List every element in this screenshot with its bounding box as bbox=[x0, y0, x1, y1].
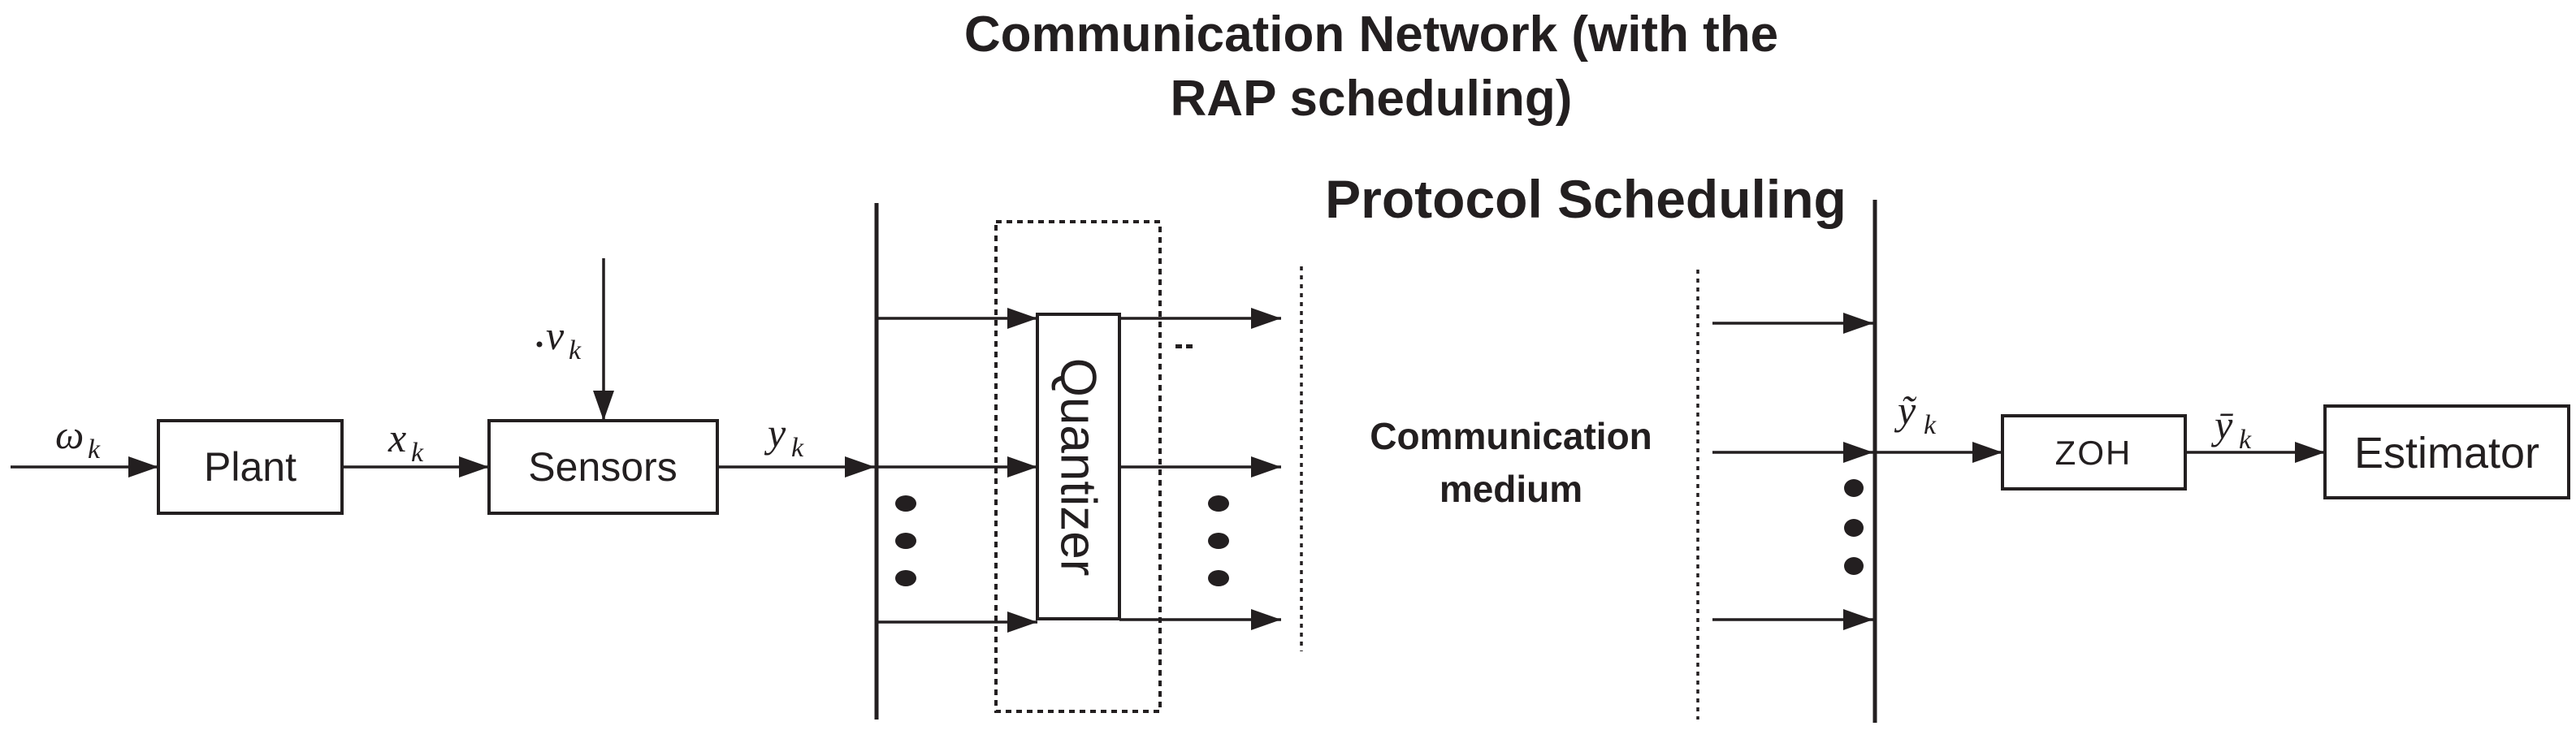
figure-title-line1: Communication Network (with the bbox=[964, 6, 1778, 63]
zoh-label: ZOH bbox=[2055, 434, 2132, 472]
x-label-base: x bbox=[387, 415, 406, 460]
communication-medium-label-line1: Communication bbox=[1370, 415, 1652, 457]
vertical-ellipsis-quantizer-out bbox=[1208, 495, 1229, 586]
y-bar-label-subscript: k bbox=[2239, 425, 2252, 455]
communication-medium-label-line2: medium bbox=[1440, 468, 1582, 510]
figure-title-line2: RAP scheduling) bbox=[1171, 71, 1573, 127]
estimator-label: Estimator bbox=[2354, 429, 2539, 478]
y-label-base: y bbox=[764, 410, 786, 456]
inline-ellipsis-dots bbox=[1175, 344, 1193, 348]
x-label-subscript: k bbox=[411, 438, 424, 468]
vertical-ellipsis-right bbox=[1844, 479, 1864, 575]
nu-label-stray-dot bbox=[536, 341, 543, 348]
omega-label-base: ω bbox=[55, 412, 84, 457]
quantizer-label: Quantizer bbox=[1050, 358, 1106, 577]
y-label-subscript: k bbox=[791, 433, 804, 463]
nu-label-subscript: k bbox=[569, 335, 582, 365]
estimator-block bbox=[2323, 404, 2570, 499]
omega-label-subscript: k bbox=[88, 434, 101, 465]
y-tilde-label-base: ỹ bbox=[1894, 387, 1917, 433]
plant-label: Plant bbox=[204, 444, 297, 490]
y-bar-label-base: ȳ bbox=[2210, 402, 2233, 447]
nu-label-base: ν bbox=[546, 313, 565, 358]
vertical-ellipsis-left bbox=[895, 495, 916, 586]
sensors-label: Sensors bbox=[528, 444, 677, 490]
protocol-scheduling-label: Protocol Scheduling bbox=[1325, 169, 1846, 229]
y-tilde-label-subscript: k bbox=[1924, 410, 1937, 440]
